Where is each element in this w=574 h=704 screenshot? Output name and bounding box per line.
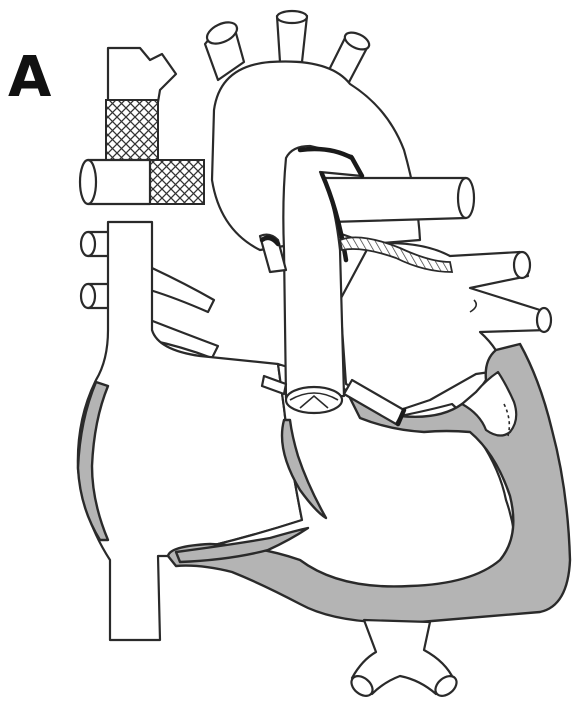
superior-vena-cava <box>80 48 204 204</box>
inferior-branch <box>348 620 461 700</box>
arch-branch-middle <box>277 11 307 62</box>
